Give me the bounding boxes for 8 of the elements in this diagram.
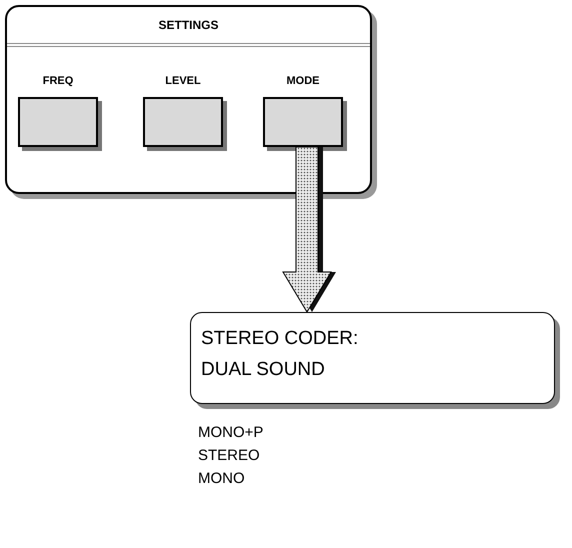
option-text: STEREO — [198, 446, 260, 466]
button-label: FREQ — [42, 75, 74, 87]
panel-title: SETTINGS — [158, 18, 218, 32]
button-label: MODE — [286, 75, 320, 87]
button-label: LEVEL — [164, 75, 202, 87]
option-text: MONO — [198, 469, 245, 489]
display-text: STEREO CODER: DUAL SOUND — [201, 327, 360, 382]
option-text: MONO+P — [198, 423, 264, 443]
